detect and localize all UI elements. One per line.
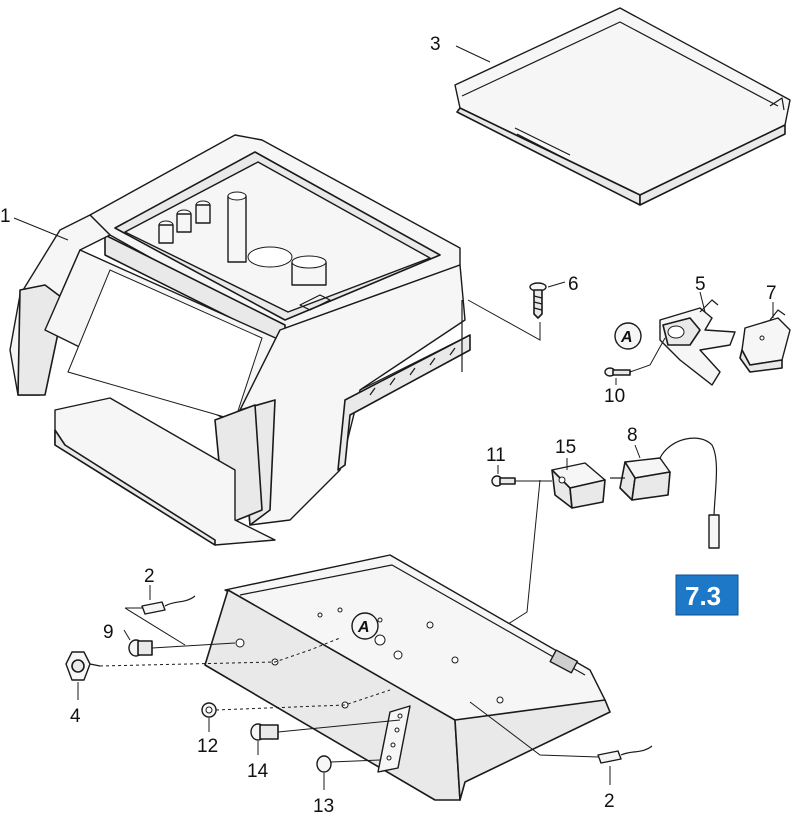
callout-5: 5 xyxy=(695,274,706,295)
reference-badge-7-3[interactable]: 7.3 xyxy=(675,574,739,616)
tray-chassis-part xyxy=(204,554,611,801)
callout-11: 11 xyxy=(486,445,506,466)
assembly-line-4 xyxy=(99,637,341,667)
leader-9 xyxy=(123,629,131,641)
terminal-2b-part xyxy=(597,745,653,764)
lid-cover-part xyxy=(454,7,791,206)
assembly-line-6 xyxy=(467,299,541,341)
callout-12: 12 xyxy=(197,736,218,757)
callout-8: 8 xyxy=(627,425,638,446)
block-15-part xyxy=(551,462,606,509)
callout-3: 3 xyxy=(430,34,441,55)
callout-14: 14 xyxy=(247,761,269,782)
callout-15: 15 xyxy=(555,437,576,458)
callout-10: 10 xyxy=(604,386,625,407)
callout-6: 6 xyxy=(568,274,579,295)
leader-8 xyxy=(634,444,641,459)
detail-a-marker-tray: A xyxy=(351,612,379,640)
leader-10 xyxy=(629,337,666,373)
detail-a-marker-top: A xyxy=(614,322,642,350)
leader-3 xyxy=(455,45,491,63)
bracket-5-part xyxy=(659,299,736,386)
assembly-line-12 xyxy=(215,689,391,711)
assembly-line-14 xyxy=(277,719,401,733)
assembly-line-13 xyxy=(330,759,381,763)
assembly-line-9 xyxy=(151,642,236,649)
reference-badge-label: 7.3 xyxy=(685,581,721,611)
detail-a-label-tray: A xyxy=(357,619,370,636)
callout-2-top: 2 xyxy=(144,566,155,587)
callout-1: 1 xyxy=(0,206,11,227)
assembly-line-2b xyxy=(469,701,599,758)
cap-13-part xyxy=(316,755,332,773)
leader-1 xyxy=(13,217,69,241)
knob-4-part xyxy=(65,651,101,681)
screw-6-part xyxy=(529,282,547,319)
callout-4: 4 xyxy=(70,706,81,727)
screw-10-part xyxy=(604,367,631,377)
grommet-12-part xyxy=(201,702,217,718)
callout-7: 7 xyxy=(766,283,777,304)
assembly-line-2a xyxy=(124,607,186,646)
detail-a-label-top: A xyxy=(620,329,633,346)
plug-9-part xyxy=(128,639,153,657)
callout-2-bottom: 2 xyxy=(604,791,615,812)
terminal-2a-part xyxy=(141,595,196,615)
screw-11-part xyxy=(491,475,516,487)
callout-9: 9 xyxy=(103,622,114,643)
sensor-8-part xyxy=(610,437,720,549)
switch-7-part xyxy=(739,309,791,373)
main-housing-part xyxy=(9,134,471,546)
leader-5 xyxy=(699,291,706,313)
plug-14-part xyxy=(250,723,279,741)
callout-13: 13 xyxy=(313,796,334,817)
leader-6 xyxy=(547,281,566,288)
